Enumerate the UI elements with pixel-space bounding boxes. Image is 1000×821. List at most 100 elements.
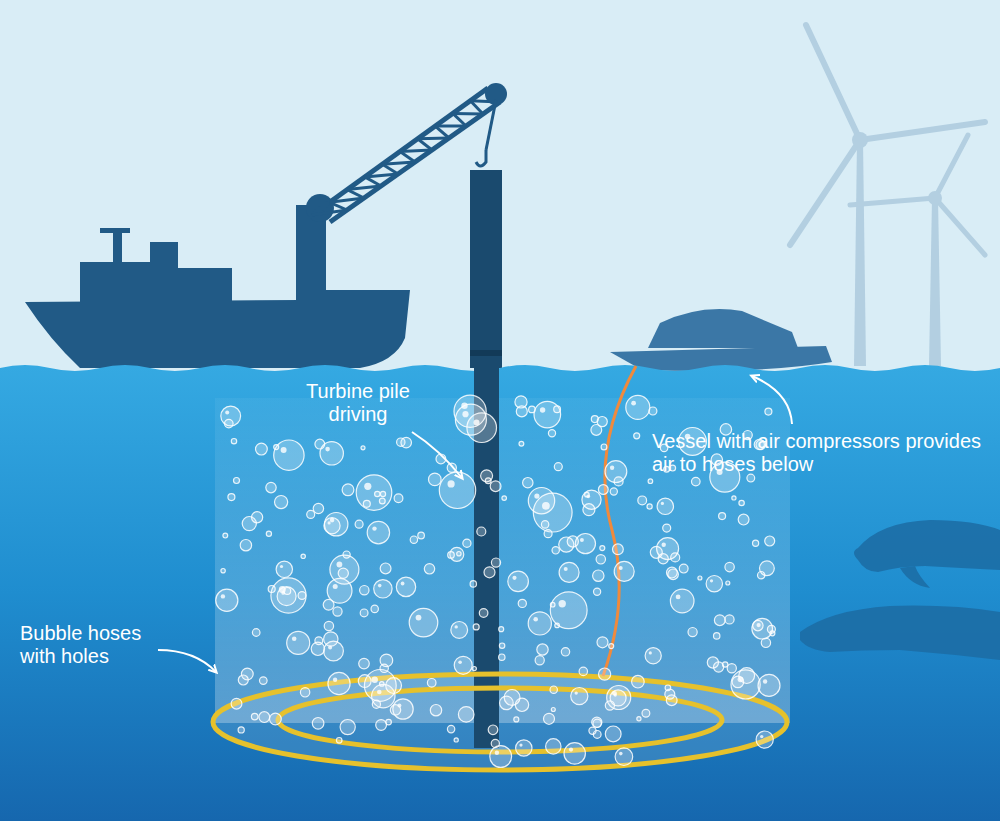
bubble [479,609,488,618]
bubble [333,607,342,616]
bubble [544,530,552,538]
bubble-highlight [325,447,330,452]
curtain-base [213,674,787,770]
bubble [448,552,455,559]
bubble [614,477,623,486]
crane-ship [25,194,410,368]
bubble [315,439,325,449]
bubble [732,496,736,500]
bubble-highlight [540,407,545,412]
bubble-highlight [619,566,623,570]
bubble [599,668,611,680]
bubble [591,416,598,423]
bubble-highlight [461,403,467,409]
bubble [342,484,354,496]
bubble [429,473,442,486]
bubble-highlight [763,679,767,683]
bubble-highlight [564,567,568,571]
bubble-highlight [397,703,401,707]
bubble [552,547,559,554]
bubble [301,554,305,558]
bubble-highlight [333,678,337,682]
bubble [529,406,536,413]
bubble [454,738,458,742]
bubble [485,478,491,484]
bubble [688,628,697,637]
bubble [601,444,607,450]
bubble [363,500,370,507]
bubble [276,561,292,577]
bubble-highlight [676,595,681,600]
bubble [401,437,412,448]
vessel-leader [752,376,792,424]
bubble [634,433,640,439]
bubble [355,520,363,528]
bubble-highlight [281,447,287,453]
bubble [271,578,306,613]
bubble [666,695,677,706]
bubble [638,496,647,505]
bubble [270,713,282,725]
boom-strut [330,198,364,202]
bubble [515,396,527,408]
whales [800,520,1000,660]
bubble-highlight [280,565,283,568]
pile-hammer [470,170,502,368]
bubble-highlight [364,483,371,490]
bubble [256,443,268,455]
bubble [491,558,500,567]
bubble [528,488,554,514]
bubble [396,577,415,596]
bubble [216,589,238,611]
bubble [242,517,256,531]
bubble [327,578,352,603]
bubble [519,441,524,446]
bubble [523,478,533,488]
bubble [325,513,348,536]
bubble [447,725,454,732]
bubble [559,562,579,582]
bubble [359,658,370,669]
bubble [502,496,507,501]
bubble [591,425,602,436]
bubble [537,644,548,655]
bubble [546,739,561,754]
bubble [386,678,402,694]
bubble [767,625,775,633]
bubble [596,555,605,564]
bubble [589,727,596,734]
bubble-highlight [738,676,744,682]
bubble [598,485,608,495]
boom-strut [400,152,415,163]
bubble-highlight [580,538,584,542]
bubble [376,720,387,731]
bubble-highlight [662,543,666,547]
bubble [668,569,679,580]
bubble [726,581,730,585]
bubble [731,670,760,699]
outer-bubble-hose [213,674,787,770]
bubble [499,654,505,660]
bubble [343,551,350,558]
bubble [626,395,650,419]
callout-label: Bubble hoses with holes [20,622,160,668]
callout-label: Vessel with air compressors provides air… [652,430,982,476]
bubble [554,463,562,471]
bubble [287,631,310,654]
bubble [427,679,436,688]
bubble [528,612,551,635]
bubble [458,707,474,723]
bubble-highlight [401,582,405,586]
bubble [714,615,725,626]
boom-strut [365,177,381,186]
bubble [600,546,605,551]
bubble [567,536,578,547]
bubble [758,572,765,579]
boom-strut [365,174,398,177]
bubble-highlight [519,744,522,747]
bubble [605,726,621,742]
bubble [637,717,641,721]
bubble [477,527,486,536]
bubble [252,629,260,637]
